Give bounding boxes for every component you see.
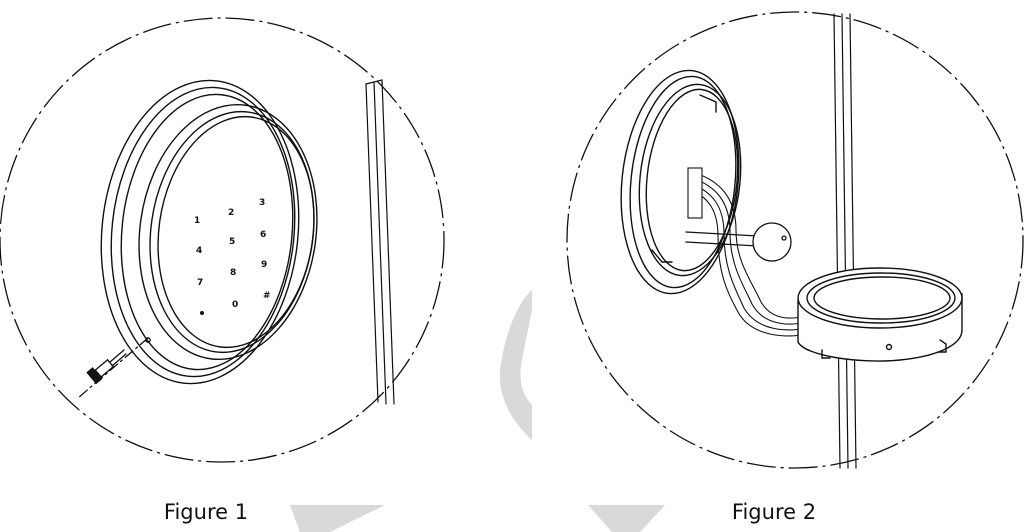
ribbon-cable: [687, 167, 807, 337]
key-1: 1: [194, 216, 200, 226]
key-4: 4: [196, 246, 202, 256]
keypad-body: [138, 103, 318, 361]
spindle-knob: [685, 222, 792, 262]
key-6: 6: [260, 230, 266, 240]
key-9: 9: [261, 260, 267, 270]
key-7: 7: [197, 278, 203, 288]
figure-2-caption: Figure 2: [731, 500, 817, 524]
key-hash: #: [263, 291, 271, 301]
figure-2: [566, 11, 1024, 469]
detail-circle-2: [566, 11, 1024, 469]
detail-circle-1: [0, 17, 445, 463]
watermark: [290, 290, 665, 532]
figure-1-caption: Figure 1: [163, 500, 249, 524]
key-2: 2: [228, 208, 234, 218]
figure-1: 1 2 3 4 5 6 7 8 9 0 #: [0, 17, 445, 463]
key-5: 5: [229, 237, 235, 247]
keypad-unit: [797, 267, 963, 362]
keypad-digits: 1 2 3 4 5 6 7 8 9 0 #: [194, 198, 271, 315]
back-plate-1: [100, 79, 300, 385]
key-3: 3: [259, 198, 265, 208]
key-star: [200, 311, 204, 315]
door-edge-1: [365, 79, 395, 405]
mounting-screw: [77, 337, 151, 399]
mounting-ring: [620, 69, 742, 295]
key-8: 8: [230, 268, 236, 278]
key-0: 0: [232, 300, 238, 310]
door-edge-2: [833, 13, 857, 469]
